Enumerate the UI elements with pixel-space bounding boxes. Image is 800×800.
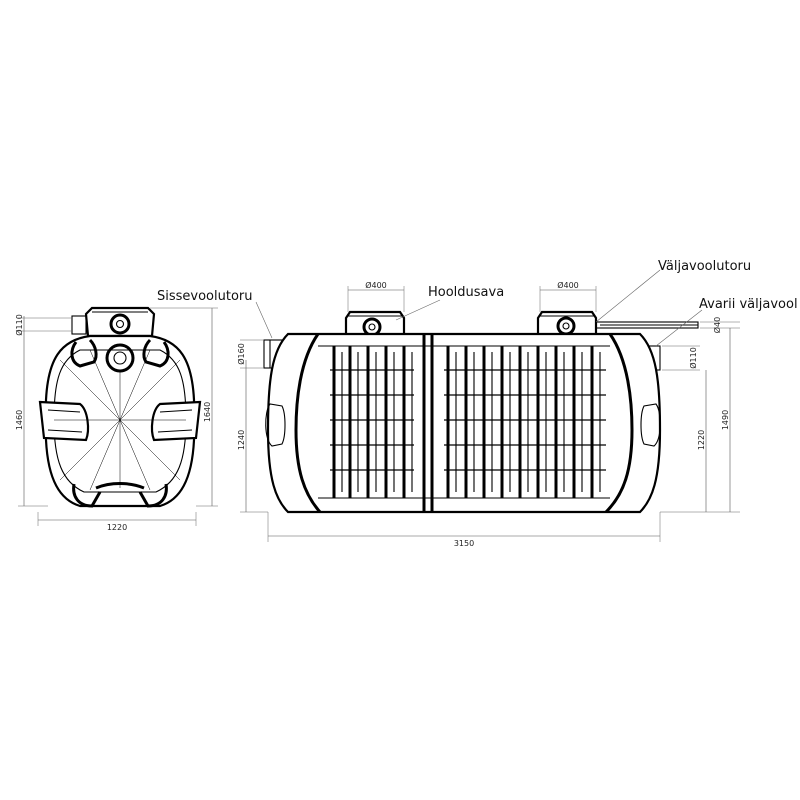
dim-end-width: 1220 (107, 523, 127, 532)
label-outlet: Väljavoolutoru (658, 259, 751, 274)
end-dimensions (18, 307, 218, 526)
dim-outlet-height: 1220 (697, 430, 706, 450)
dim-end-inlet-dia: Ø110 (14, 314, 24, 336)
label-emergency: Avarii väljavool (699, 297, 798, 312)
dim-length: 3150 (454, 539, 474, 548)
dim-emergency-dia: Ø40 (712, 317, 722, 333)
label-inlet: Sissevoolutoru (157, 289, 253, 304)
dim-end-body-height: 1460 (15, 410, 24, 430)
tank-ribs (330, 346, 606, 498)
end-inner-pipe (105, 343, 135, 373)
dim-inlet-dia: Ø160 (236, 343, 246, 365)
tank-body-outline (266, 332, 662, 514)
end-collar-pipe (109, 313, 131, 335)
end-radial-lines (54, 349, 186, 491)
end-inlet-pipe (71, 315, 87, 335)
side-dimensions (240, 286, 740, 542)
dim-manhole-right: Ø400 (557, 280, 579, 290)
end-right-rib (150, 400, 202, 442)
label-manhole: Hooldusava (428, 285, 504, 300)
side-view (240, 269, 740, 542)
end-left-rib (38, 400, 90, 442)
dim-total-height-side: 1490 (721, 410, 730, 430)
dim-end-total-height: 1640 (203, 402, 212, 422)
dim-inlet-height: 1240 (237, 430, 246, 450)
dim-manhole-left: Ø400 (365, 280, 387, 290)
leader-lines (255, 269, 703, 347)
dim-outlet-dia: Ø110 (688, 347, 698, 369)
end-view (18, 306, 218, 526)
center-divider (422, 334, 434, 512)
